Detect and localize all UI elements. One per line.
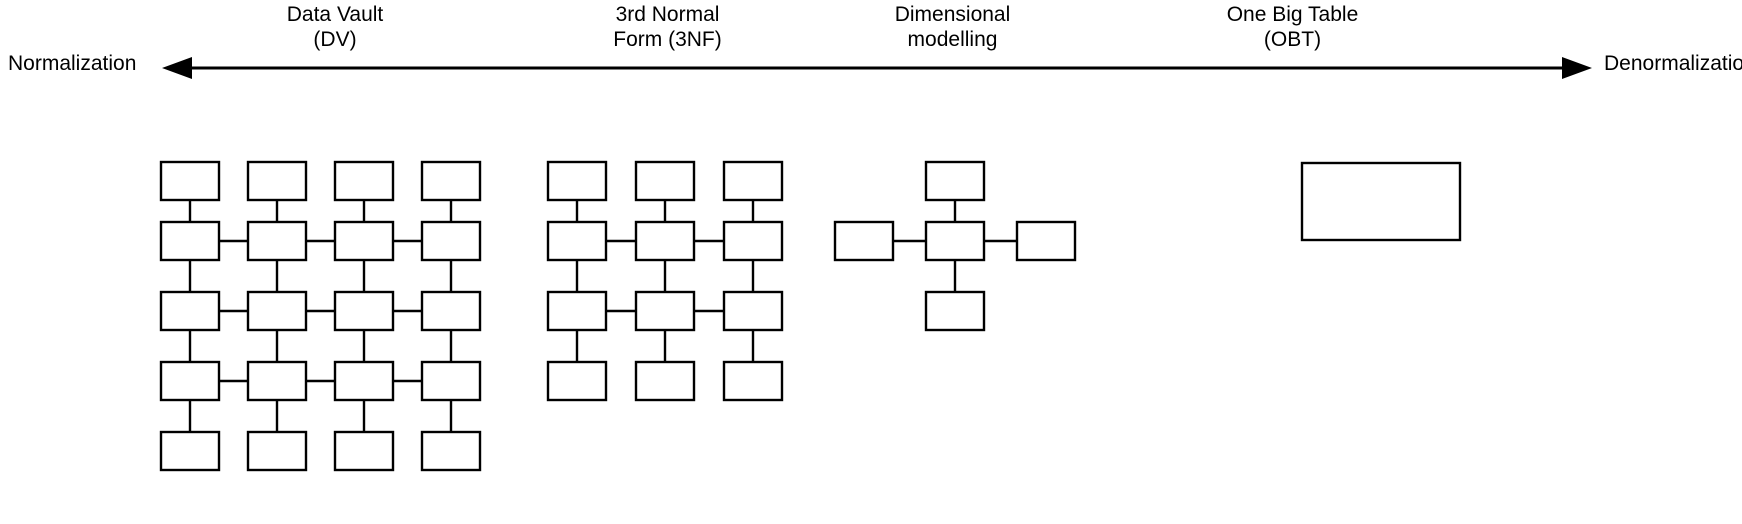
node-box xyxy=(159,360,221,402)
node-box xyxy=(634,290,696,332)
node-box xyxy=(722,160,784,202)
spectrum-axis xyxy=(162,57,1592,79)
node-box xyxy=(420,430,482,472)
stage-caption-data-vault: Data Vault (DV) xyxy=(286,3,384,51)
node-box xyxy=(634,160,696,202)
node-box xyxy=(420,160,482,202)
node-box-one-big-table xyxy=(1300,161,1462,242)
node-box xyxy=(634,220,696,262)
stage-graphic-data-vault xyxy=(159,160,482,472)
axis-arrowhead-left xyxy=(162,57,192,79)
stage-caption-one-big-table: One Big Table (OBT) xyxy=(1226,3,1359,51)
stage-graphic-one-big-table xyxy=(1300,161,1462,242)
node-box xyxy=(159,290,221,332)
stage-caption-third-normal-form: 3rd Normal Form (3NF) xyxy=(613,3,722,51)
node-box xyxy=(420,220,482,262)
node-box xyxy=(546,160,608,202)
node-box-fact-center xyxy=(924,220,986,262)
node-box xyxy=(159,220,221,262)
node-box xyxy=(246,360,308,402)
node-box-dimension-right xyxy=(1015,220,1077,262)
node-box xyxy=(546,290,608,332)
node-box xyxy=(420,290,482,332)
axis-label-denormalization: Denormalization xyxy=(1604,52,1742,75)
node-box xyxy=(246,160,308,202)
node-box xyxy=(722,290,784,332)
node-box xyxy=(722,360,784,402)
node-box xyxy=(246,290,308,332)
node-box xyxy=(546,360,608,402)
node-box xyxy=(333,290,395,332)
node-box xyxy=(546,220,608,262)
stage-caption-dimensional-modelling: Dimensional modelling xyxy=(894,3,1011,51)
node-box xyxy=(246,220,308,262)
node-box-dimension-left xyxy=(833,220,895,262)
stage-graphic-third-normal-form xyxy=(546,160,784,402)
node-box-dimension-top xyxy=(924,160,986,202)
node-box xyxy=(159,430,221,472)
axis-arrowhead-right xyxy=(1562,57,1592,79)
node-box xyxy=(246,430,308,472)
node-box xyxy=(333,160,395,202)
axis-label-normalization: Normalization xyxy=(8,52,137,75)
node-box xyxy=(333,220,395,262)
node-box xyxy=(333,430,395,472)
node-box xyxy=(722,220,784,262)
node-box xyxy=(333,360,395,402)
node-box xyxy=(159,160,221,202)
stage-graphic-dimensional-modelling xyxy=(833,160,1077,332)
node-box xyxy=(634,360,696,402)
node-box-dimension-bottom xyxy=(924,290,986,332)
node-box xyxy=(420,360,482,402)
